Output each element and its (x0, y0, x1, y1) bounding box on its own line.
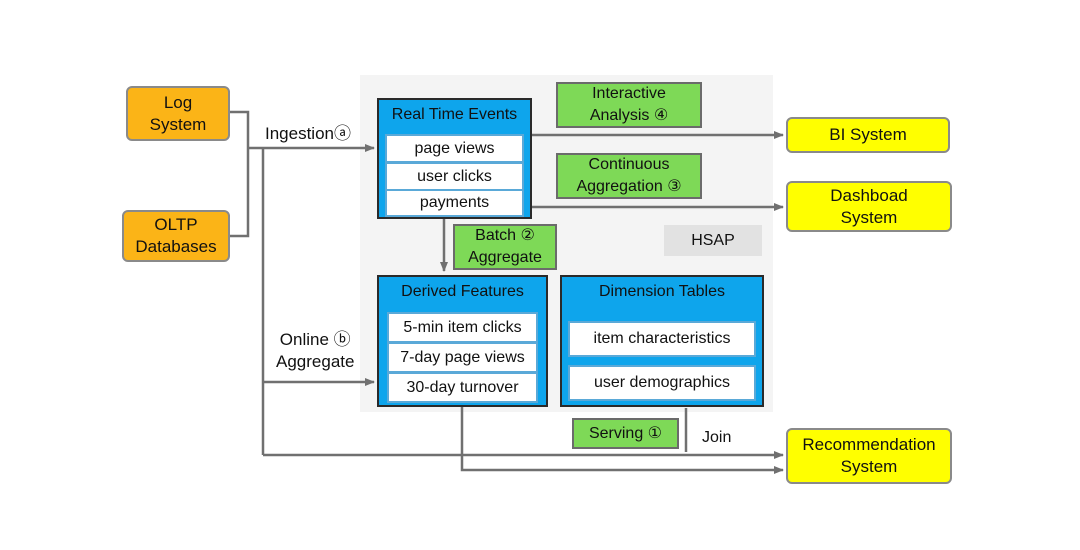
derived-features-title: Derived Features (401, 283, 524, 300)
dimension-tables-title: Dimension Tables (599, 283, 725, 300)
continuous-aggregation-step: Continuous Aggregation ③ (556, 153, 702, 199)
ingestion-label: Ingestionⓐ (265, 124, 351, 143)
real-time-event-item: payments (385, 189, 524, 217)
batch-aggregate-label: Batch ② Aggregate (468, 227, 542, 266)
join-label: Join (702, 429, 732, 446)
dimension-table-item: user demographics (568, 365, 756, 401)
dimension-tables-table: Dimension Tables item characteristics us… (560, 275, 764, 407)
derived-features-table: Derived Features 5-min item clicks 7-day… (377, 275, 548, 407)
continuous-aggregation-label: Continuous Aggregation ③ (576, 156, 682, 195)
real-time-event-item: user clicks (385, 162, 524, 191)
oltp-databases-label: OLTP Databases (135, 215, 217, 256)
bi-system-box: BI System (786, 117, 950, 153)
real-time-event-item: page views (385, 134, 524, 163)
interactive-analysis-step: Interactive Analysis ④ (556, 82, 702, 128)
interactive-analysis-label: Interactive Analysis ④ (589, 85, 669, 124)
online-aggregate-label: Online ⓑ Aggregate (276, 330, 355, 371)
log-system-box: Log System (126, 86, 230, 141)
dashboard-system-box: Dashboad System (786, 181, 952, 232)
oltp-databases-box: OLTP Databases (122, 210, 230, 262)
real-time-events-title: Real Time Events (391, 106, 518, 123)
derived-feature-item: 30-day turnover (387, 372, 538, 403)
recommendation-system-box: Recommendation System (786, 428, 952, 484)
derived-feature-item: 7-day page views (387, 342, 538, 373)
recommendation-system-label: Recommendation System (802, 435, 936, 476)
batch-aggregate-step: Batch ② Aggregate (453, 224, 557, 270)
dimension-table-item: item characteristics (568, 321, 756, 357)
serving-label: Serving ① (588, 424, 663, 442)
dashboard-system-label: Dashboad System (830, 185, 908, 227)
log-system-connector (230, 110, 250, 148)
serving-step: Serving ① (572, 418, 679, 449)
bi-system-label: BI System (829, 125, 907, 144)
real-time-events-table: Real Time Events page views user clicks … (377, 98, 532, 219)
oltp-connector (230, 148, 250, 238)
log-system-label: Log System (149, 92, 207, 134)
serving-arrow (460, 406, 784, 474)
derived-feature-item: 5-min item clicks (387, 312, 538, 343)
hsap-label: HSAP (664, 225, 762, 256)
